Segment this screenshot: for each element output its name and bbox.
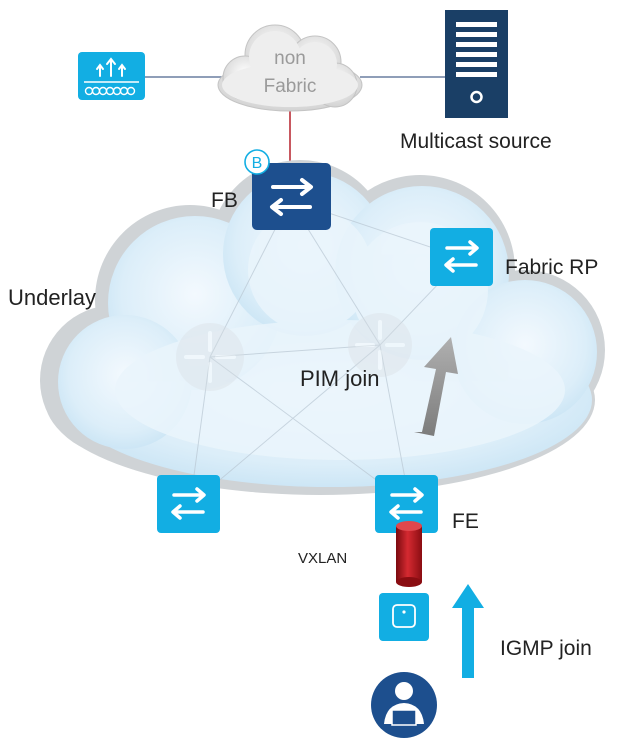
- switch-icon: [389, 487, 424, 520]
- fabric-edge-switch: [375, 475, 438, 533]
- border-badge-label: B: [252, 155, 263, 172]
- user-laptop-icon: [371, 672, 437, 738]
- switch-icon: [171, 487, 206, 520]
- multicast-source-label: Multicast source: [400, 130, 552, 153]
- underlay-label: Underlay: [8, 285, 96, 310]
- access-point-icon: [379, 593, 429, 641]
- non-fabric-label-line2: Fabric: [264, 76, 317, 97]
- switch-icon: [444, 240, 479, 273]
- fabric-rp-label: Fabric RP: [505, 256, 598, 279]
- igmp-join-arrow: [452, 584, 484, 678]
- vxlan-tunnel: [396, 521, 422, 587]
- fabric-border-switch: [252, 163, 331, 230]
- igmp-join-label: IGMP join: [500, 637, 592, 660]
- underlay-cloud: [40, 160, 605, 495]
- pim-join-arrow: [414, 337, 458, 436]
- wireless-controller-icon: [78, 52, 145, 100]
- fabric-rp-switch: [430, 228, 493, 286]
- border-badge: B: [244, 149, 270, 175]
- server-icon: [445, 10, 508, 118]
- non-fabric-label-line1: non: [274, 48, 306, 69]
- pim-join-label: PIM join: [300, 366, 379, 391]
- fabric-border-label: FB: [211, 189, 238, 212]
- switch-icon: [270, 178, 313, 216]
- router-icon: [348, 313, 412, 377]
- non-fabric-cloud: non Fabric: [217, 24, 363, 112]
- left-edge-switch: [157, 475, 220, 533]
- router-icon: [176, 323, 244, 391]
- vxlan-label: VXLAN: [298, 550, 347, 567]
- fabric-edge-label: FE: [452, 510, 479, 533]
